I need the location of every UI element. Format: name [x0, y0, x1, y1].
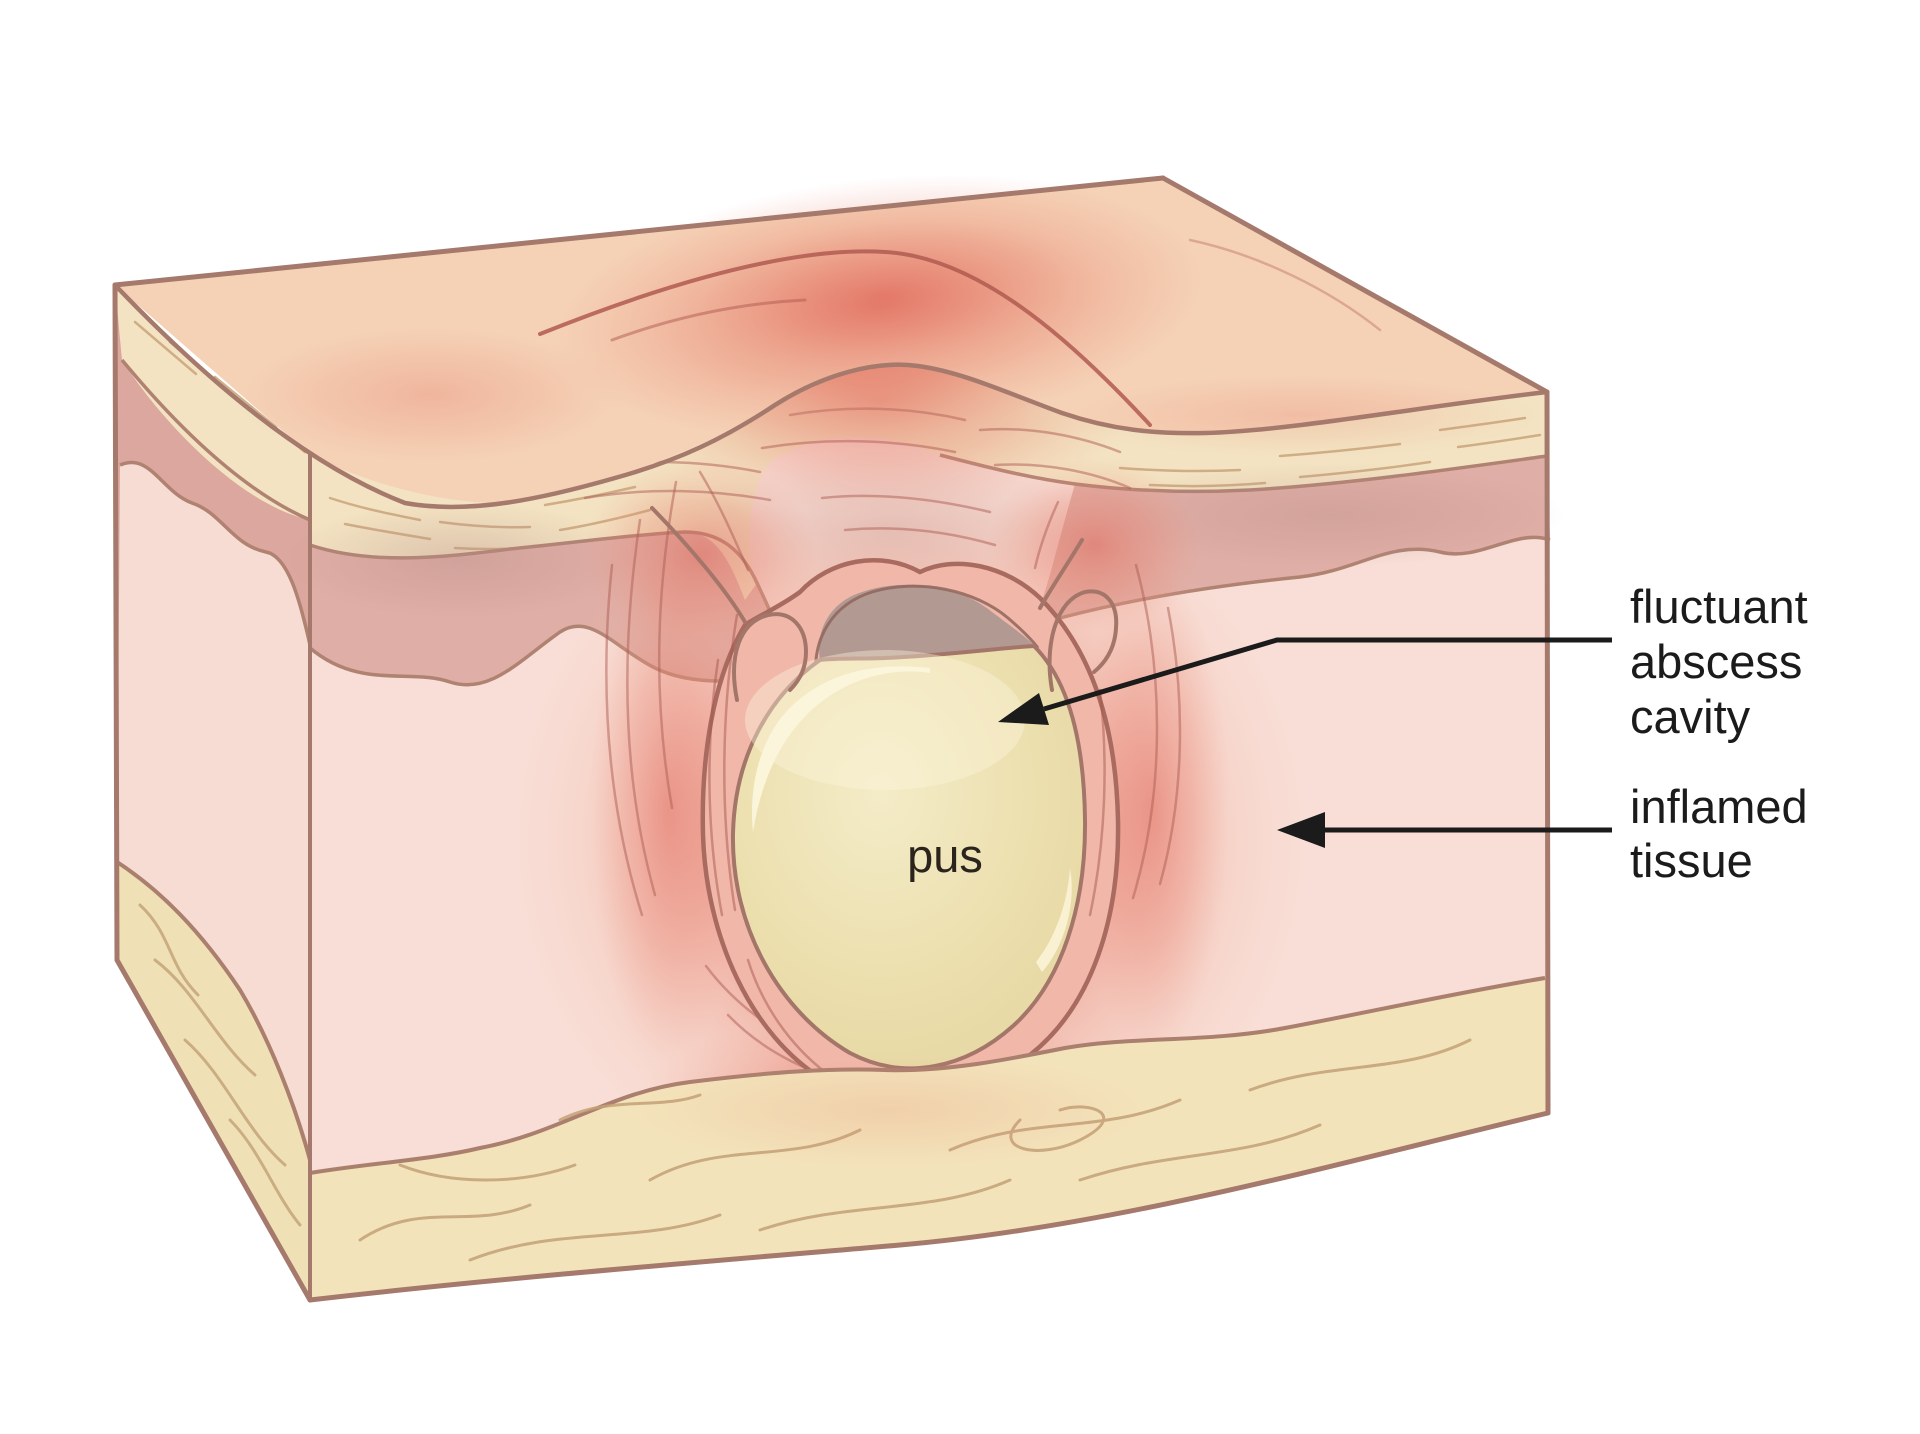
top-face-skin-surface	[115, 174, 1547, 503]
edge-bottom-front	[307, 1110, 1551, 1303]
left-face-subcutis	[117, 462, 310, 1165]
block-edges	[112, 175, 1551, 1303]
neck-line-left	[650, 506, 747, 624]
leader-lines	[1043, 637, 1612, 833]
annotations: fluctuant abscess cavity inflamed tissue…	[907, 580, 1808, 887]
label-inflamed-tissue-line2: tissue	[1630, 834, 1753, 887]
label-abscess-cavity-line2: abscess	[1630, 635, 1802, 688]
label-abscess-cavity: fluctuant abscess cavity	[1630, 580, 1808, 743]
leader-line-abscess-cavity	[1043, 637, 1612, 712]
left-face-fat-boundary-line	[115, 860, 312, 1161]
left-face-epidermis	[115, 285, 310, 520]
pus-body	[730, 643, 1088, 1071]
arrowhead-inflamed-tissue	[1277, 812, 1325, 848]
neck-line-right	[1038, 538, 1084, 610]
surface-creases	[538, 238, 1382, 427]
label-pus: pus	[907, 829, 983, 882]
wall-shoulder-left	[732, 612, 809, 702]
label-inflamed-tissue: inflamed tissue	[1630, 780, 1808, 887]
edge-back-left	[112, 175, 1166, 288]
wall-shoulder-right	[1047, 589, 1119, 692]
left-face-epidermis-boundary-line	[120, 358, 311, 522]
label-abscess-cavity-line1: fluctuant	[1630, 580, 1808, 633]
fat-inflamed-tint	[630, 1052, 1150, 1168]
cavity-roof-line	[814, 584, 1040, 681]
label-abscess-cavity-line3: cavity	[1630, 690, 1751, 743]
label-inflamed-tissue-line1: inflamed	[1630, 780, 1808, 833]
left-face-fat	[117, 862, 310, 1300]
pus-highlight	[745, 650, 1072, 972]
front-cross-section	[285, 285, 1565, 1300]
left-face-fat-texture	[138, 903, 302, 1227]
left-side-face	[115, 285, 312, 1300]
edge-bottom-left	[114, 957, 313, 1303]
left-face-dermis-boundary-line	[119, 460, 312, 646]
cavity-gas-pocket	[819, 584, 1034, 660]
edge-right-vertical	[1544, 389, 1551, 1116]
edge-back-right	[1160, 175, 1550, 395]
edge-left-vertical	[112, 282, 120, 963]
surface-swelling	[235, 174, 1540, 465]
edge-skin-surface-front	[112, 282, 1550, 510]
arrowhead-abscess-cavity	[998, 693, 1049, 725]
cavity-neck-lines	[650, 506, 1119, 702]
